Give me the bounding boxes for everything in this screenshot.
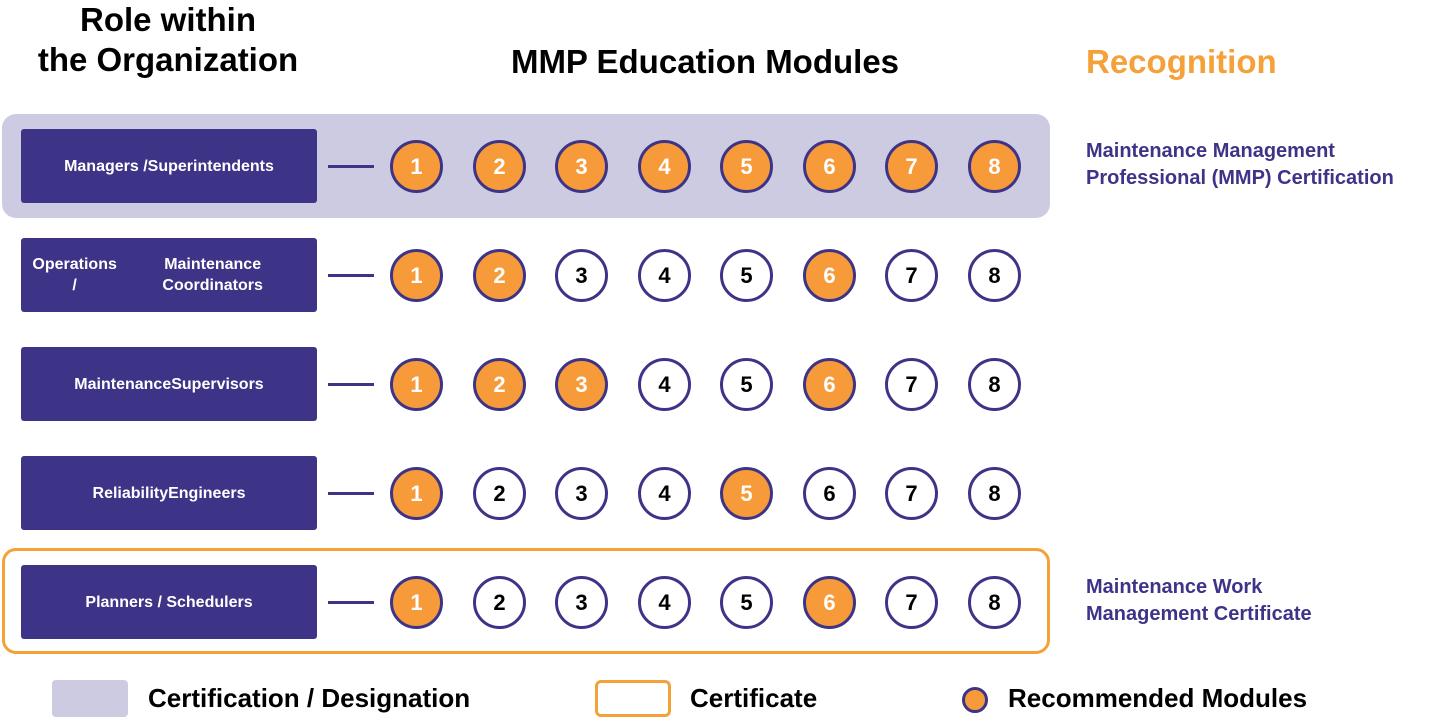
module-circle-recommended: 5 [720, 467, 773, 520]
module-circle: 7 [885, 576, 938, 629]
module-circle: 3 [555, 249, 608, 302]
recognition-work-management-certificate: Maintenance Work Management Certificate [1086, 574, 1312, 628]
module-circle-recommended: 6 [803, 249, 856, 302]
module-circle-recommended: 7 [885, 140, 938, 193]
role-box: Operations / Maintenance Coordinators [21, 238, 317, 312]
module-circle: 7 [885, 249, 938, 302]
role-label-line: Operations / [32, 256, 117, 294]
module-circle: 8 [968, 358, 1021, 411]
module-circle-recommended: 1 [390, 249, 443, 302]
row-connector [328, 383, 374, 386]
recognition-line: Management Certificate [1086, 603, 1312, 625]
recognition-column-heading: Recognition [1086, 43, 1277, 80]
module-circle: 5 [720, 576, 773, 629]
role-label-line: Maintenance Coordinators [162, 256, 263, 294]
recognition-line: Maintenance Management [1086, 140, 1335, 162]
module-circle: 8 [968, 467, 1021, 520]
row-connector [328, 165, 374, 168]
module-circle-recommended: 1 [390, 140, 443, 193]
recognition-line: Professional (MMP) Certification [1086, 167, 1394, 189]
legend-recommended-dot [962, 687, 988, 713]
module-circle: 4 [638, 576, 691, 629]
module-circle: 5 [720, 358, 773, 411]
role-box: Managers /Superintendents [21, 129, 317, 203]
legend-designation-label: Certification / Designation [148, 683, 471, 713]
module-circle-recommended: 6 [803, 140, 856, 193]
module-circle: 6 [803, 467, 856, 520]
role-label-line: Planners / Schedulers [85, 593, 253, 611]
module-circle-recommended: 2 [473, 140, 526, 193]
recognition-mmp-certification: Maintenance Management Professional (MMP… [1086, 138, 1394, 192]
legend-certificate-swatch [595, 680, 671, 717]
row-connector [328, 492, 374, 495]
module-circle: 4 [638, 467, 691, 520]
module-circle: 2 [473, 467, 526, 520]
module-circle-recommended: 1 [390, 358, 443, 411]
module-circle-recommended: 3 [555, 358, 608, 411]
role-heading-line-1: Role within [80, 1, 256, 38]
module-circle-recommended: 4 [638, 140, 691, 193]
role-label-line: Superintendents [147, 157, 274, 175]
module-circle: 5 [720, 249, 773, 302]
module-circle: 2 [473, 576, 526, 629]
module-circle: 3 [555, 467, 608, 520]
legend-recommended-label: Recommended Modules [1008, 683, 1308, 713]
legend-certificate-label: Certificate [690, 683, 818, 713]
module-circle-recommended: 6 [803, 576, 856, 629]
module-circle-recommended: 2 [473, 249, 526, 302]
row-connector [328, 601, 374, 604]
module-circle: 7 [885, 467, 938, 520]
module-circle-recommended: 5 [720, 140, 773, 193]
role-label-line: Supervisors [171, 375, 264, 393]
recognition-line: Maintenance Work [1086, 576, 1263, 598]
module-circle-recommended: 8 [968, 140, 1021, 193]
role-label-line: Managers / [64, 157, 148, 175]
module-circle: 4 [638, 358, 691, 411]
module-circle: 4 [638, 249, 691, 302]
row-connector [328, 274, 374, 277]
role-label-line: Reliability [92, 484, 169, 502]
legend-designation-swatch [52, 680, 128, 717]
module-circle: 8 [968, 576, 1021, 629]
role-column-heading: Role within the Organization [0, 0, 336, 80]
certificate-band [2, 548, 1050, 654]
role-heading-line-2: the Organization [37, 41, 299, 78]
module-circle-recommended: 3 [555, 140, 608, 193]
module-circle: 7 [885, 358, 938, 411]
module-circle: 3 [555, 576, 608, 629]
module-circle-recommended: 6 [803, 358, 856, 411]
role-label-line: Maintenance [74, 375, 172, 393]
module-circle-recommended: 1 [390, 467, 443, 520]
module-circle-recommended: 1 [390, 576, 443, 629]
module-circle-recommended: 2 [473, 358, 526, 411]
role-box: Planners / Schedulers [21, 565, 317, 639]
module-circle: 8 [968, 249, 1021, 302]
modules-column-heading: MMP Education Modules [510, 43, 900, 80]
role-label-line: Engineers [168, 484, 246, 502]
